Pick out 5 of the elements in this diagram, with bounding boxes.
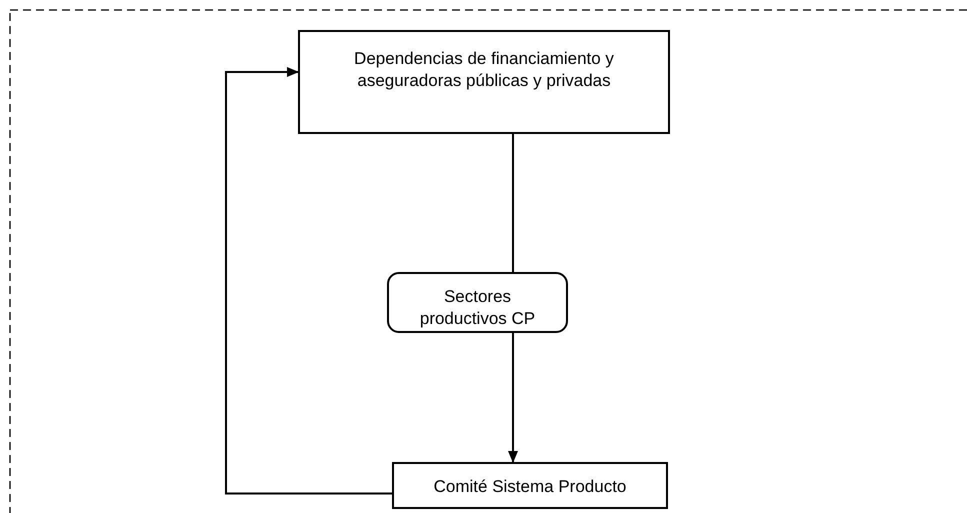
rounded-process-box: Sectores productivos CP xyxy=(387,272,568,333)
process-box: Comité Sistema Producto xyxy=(392,462,668,509)
connector-arrow xyxy=(225,67,392,494)
process-box: Dependencias de financiamiento y aseguradoras públicas y privadas xyxy=(298,30,670,134)
connector-arrow xyxy=(508,333,518,463)
